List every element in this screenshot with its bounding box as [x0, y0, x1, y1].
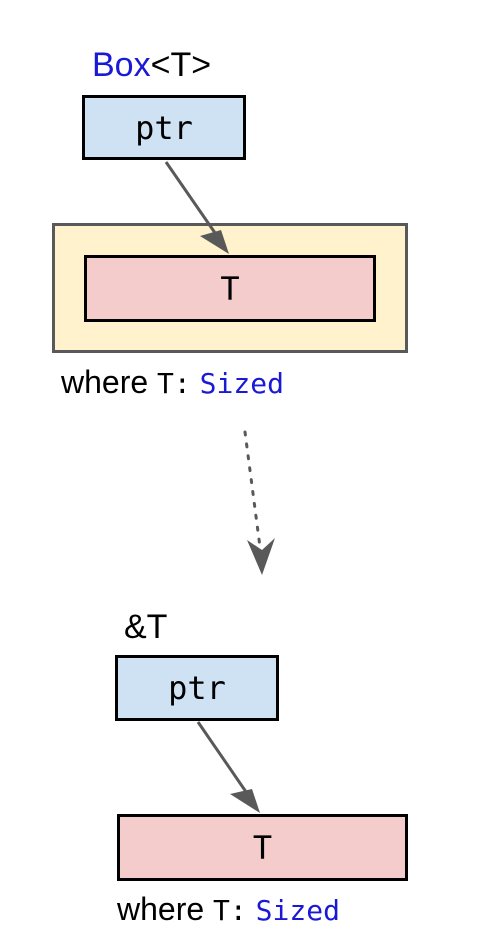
conversion-arrow — [243, 430, 275, 575]
ref-where-clause: where T: Sized — [117, 893, 340, 925]
conversion-arrowhead — [247, 538, 275, 575]
ref-where-keyword: where — [117, 891, 205, 927]
box-where-keyword: where — [61, 364, 149, 400]
ref-target-value: T — [117, 814, 408, 881]
box-type-param: <T> — [150, 46, 212, 84]
ref-ptr-arrow — [196, 721, 260, 813]
ref-ptr-field: ptr — [115, 655, 279, 721]
box-type-title: Box<T> — [92, 48, 211, 82]
box-ptr-label: ptr — [135, 108, 193, 147]
ref-where-bound: Sized — [255, 894, 340, 927]
ref-ptr-label: ptr — [168, 669, 226, 707]
ref-target-value-label: T — [252, 828, 273, 867]
box-heap-value: T — [84, 255, 376, 322]
ref-where-type: T: — [213, 894, 247, 927]
box-ptr-arrowhead — [200, 230, 229, 254]
ref-type-title: &T — [124, 610, 167, 644]
ref-type-label: &T — [124, 608, 168, 646]
box-ptr-arrow — [164, 161, 229, 254]
box-heap-value-label: T — [220, 269, 240, 308]
box-where-type: T: — [157, 367, 191, 400]
box-where-clause: where T: Sized — [61, 366, 284, 398]
box-where-bound: Sized — [199, 367, 284, 400]
box-type-name: Box — [92, 46, 151, 84]
box-ptr-field: ptr — [82, 95, 246, 160]
ref-ptr-arrowhead — [230, 789, 260, 813]
